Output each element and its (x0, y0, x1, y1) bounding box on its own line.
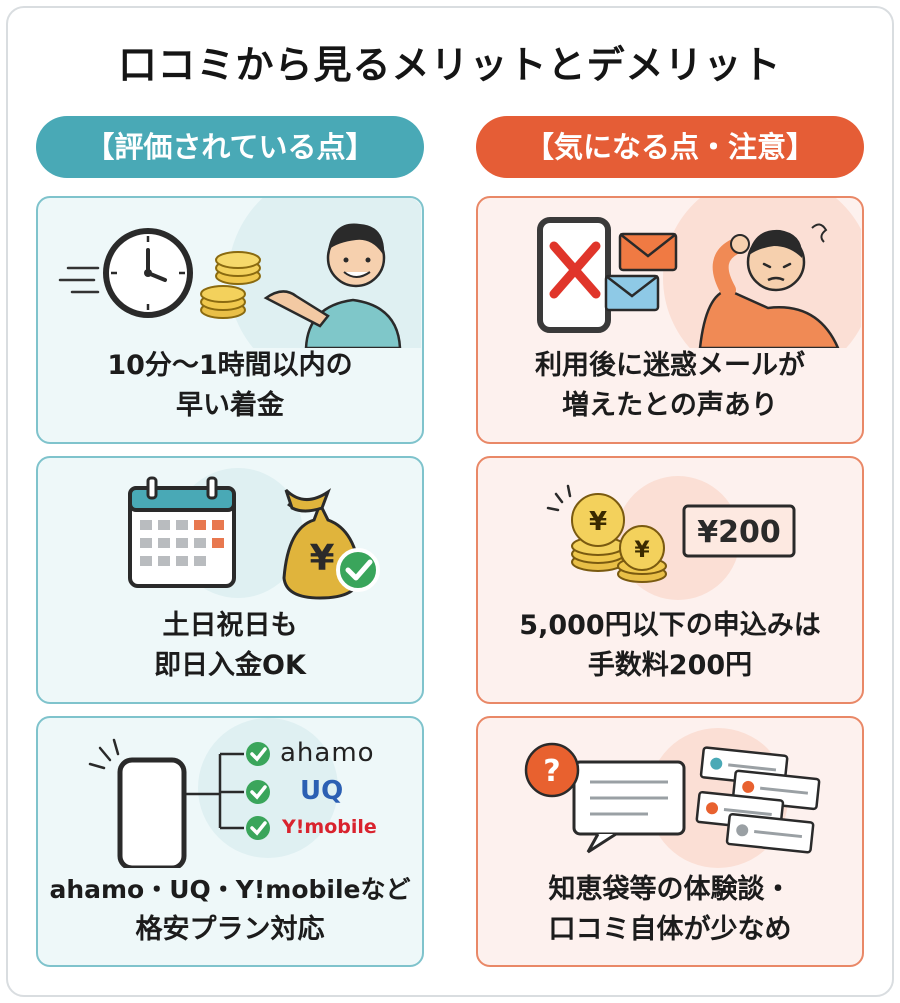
review-cards-icon (695, 746, 821, 854)
con-text-fee: 5,000円以下の申込みは 手数料200円 (519, 610, 821, 681)
pro-card-budget-plans: ahamo UQ Y!mobile ahamo・UQ・Y!mobileなど 格安… (36, 716, 424, 967)
speed-lines-icon (58, 266, 100, 294)
uq-logo: UQ (300, 776, 344, 806)
sparkle-lines-icon (546, 484, 572, 512)
svg-text:¥: ¥ (589, 507, 607, 537)
ymobile-logo: Y!mobile (282, 816, 377, 838)
con-text-few-reviews: 知恵袋等の体験談・ 口コミ自体が少なめ (548, 874, 792, 945)
envelope-icon (604, 232, 678, 312)
pro-card-fast-deposit: 10分〜1時間以内の 早い着金 (36, 196, 424, 444)
svg-text:¥: ¥ (309, 538, 334, 579)
cons-header: 【気になる点・注意】 (476, 116, 864, 178)
cross-icon (549, 241, 601, 299)
speech-bubble-icon (572, 760, 686, 854)
pro-card-weekend-deposit: ¥ 土日祝日も 即日入金OK (36, 456, 424, 704)
smartphone-icon (117, 757, 187, 868)
pro-text-fast-deposit: 10分〜1時間以内の 早い着金 (107, 350, 353, 421)
calendar-icon (128, 476, 236, 588)
con-card-few-reviews: ? 知恵 (476, 716, 864, 967)
few-reviews-illustration: ? (478, 718, 861, 868)
price-tag-icon: ¥200 (682, 504, 796, 558)
svg-text:¥200: ¥200 (697, 515, 781, 550)
pro-text-budget-plans: ahamo・UQ・Y!mobileなど 格安プラン対応 (49, 875, 411, 945)
fee-illustration: ¥ ¥ ¥200 (478, 458, 861, 608)
ahamo-logo: ahamo (280, 738, 375, 768)
coin-stack-icon (200, 251, 261, 319)
worried-person-icon (698, 223, 840, 348)
spam-mail-illustration (478, 198, 861, 348)
con-text-spam-mail: 利用後に迷惑メールが 増えたとの声あり (535, 350, 805, 421)
yen-coin-stack-icon: ¥ ¥ (571, 493, 667, 583)
svg-text:¥: ¥ (634, 538, 650, 563)
branch-lines-icon (184, 752, 244, 830)
check-circle-icon (336, 548, 380, 592)
pro-text-weekend-deposit: 土日祝日も 即日入金OK (154, 610, 306, 681)
clock-icon (103, 228, 193, 318)
fast-deposit-illustration (38, 198, 421, 348)
check-icons (246, 742, 270, 840)
weekend-deposit-illustration: ¥ (38, 458, 421, 608)
pros-header: 【評価されている点】 (36, 116, 424, 178)
con-card-spam-mail: 利用後に迷惑メールが 増えたとの声あり (476, 196, 864, 444)
smiling-person-icon (263, 223, 402, 348)
con-card-fee: ¥ ¥ ¥200 5,000円以下の申込みは 手数料200円 (476, 456, 864, 704)
signal-lines-icon (88, 738, 120, 770)
budget-plans-illustration: ahamo UQ Y!mobile (38, 718, 421, 868)
question-icon: ? (524, 742, 580, 798)
page-title: 口コミから見るメリットとデメリット (118, 43, 782, 87)
svg-text:?: ? (543, 754, 560, 789)
